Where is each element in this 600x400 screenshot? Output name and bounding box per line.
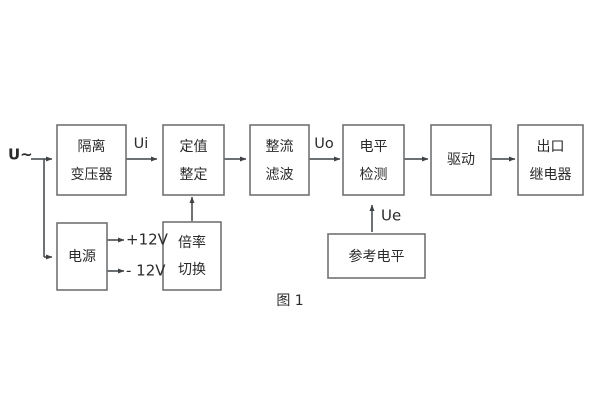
- figure-caption: 图 1: [276, 293, 303, 309]
- block-reference-level-line1: 参考电平: [349, 248, 405, 265]
- block-multiplier-switch-line1: 倍率: [178, 234, 206, 251]
- block-rectifier-filter-line2: 滤波: [266, 167, 294, 183]
- block-output-relay-line2: 继电器: [530, 167, 572, 183]
- block-driver: 驱动: [430, 124, 492, 196]
- block-driver-line1: 驱动: [447, 152, 475, 168]
- block-level-detect-line1: 电平: [360, 139, 388, 155]
- label-ue: Ue: [381, 207, 401, 225]
- block-power-supply-rect: [56, 222, 108, 291]
- block-power-supply: 电源: [56, 222, 108, 291]
- block-setting-value-line2: 整定: [180, 167, 208, 183]
- block-reference-level-rect: [327, 233, 426, 279]
- block-isolation-transformer-line2: 变压器: [71, 167, 113, 183]
- block-rectifier-filter: 整流 滤波: [249, 124, 310, 196]
- block-level-detect-line2: 检测: [360, 167, 388, 183]
- label-ui: Ui: [134, 136, 149, 152]
- block-output-relay-line1: 出口: [537, 139, 565, 155]
- block-reference-level: 参考电平: [327, 233, 426, 279]
- block-level-detect: 电平 检测: [342, 124, 405, 196]
- label-rail-negative: - 12V: [126, 262, 166, 280]
- block-isolation-transformer-rect: [56, 124, 127, 196]
- block-level-detect-rect: [342, 124, 405, 196]
- block-multiplier-switch: 倍率 切换: [162, 221, 222, 291]
- block-multiplier-switch-rect: [162, 221, 222, 291]
- block-setting-value: 定值 整定: [162, 124, 225, 196]
- label-rail-positive: +12V: [126, 231, 169, 249]
- block-isolation-transformer: 隔离 变压器: [56, 124, 127, 196]
- label-uo: Uo: [314, 136, 334, 152]
- block-isolation-transformer-line1: 隔离: [78, 138, 106, 155]
- block-multiplier-switch-line2: 切换: [178, 261, 206, 278]
- block-power-supply-line1: 电源: [68, 249, 96, 265]
- block-output-relay-rect: [517, 124, 584, 196]
- block-rectifier-filter-line1: 整流: [266, 139, 294, 155]
- block-rectifier-filter-rect: [249, 124, 310, 196]
- block-setting-value-rect: [162, 124, 225, 196]
- block-setting-value-line1: 定值: [180, 139, 208, 155]
- block-output-relay: 出口 继电器: [517, 124, 584, 196]
- block-driver-rect: [430, 124, 492, 196]
- label-input-source: U~: [8, 146, 33, 164]
